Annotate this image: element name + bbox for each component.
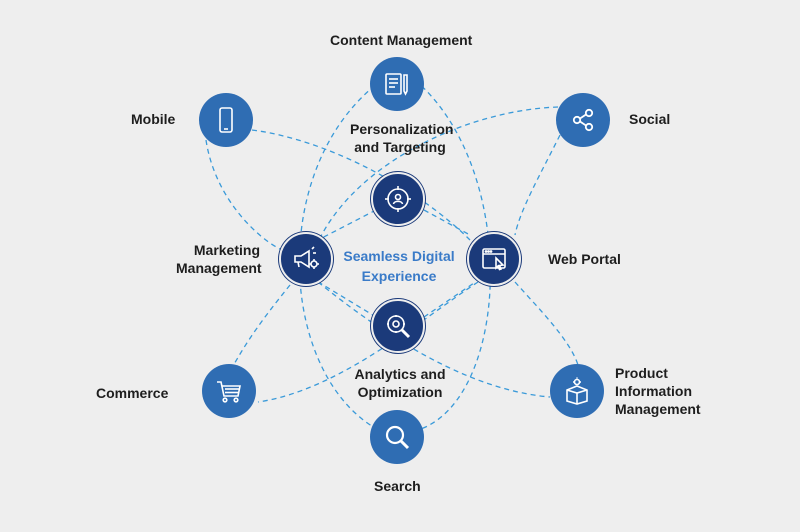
connector-personalization-marketing bbox=[317, 209, 377, 241]
label-content-management: Content Management bbox=[330, 32, 473, 48]
label-marketing-line2: Management bbox=[176, 260, 262, 276]
label-social: Social bbox=[629, 111, 671, 127]
label-search: Search bbox=[374, 478, 421, 494]
connector-analytics-webportal bbox=[423, 282, 475, 318]
connector-analytics-marketing bbox=[319, 282, 377, 318]
label-analytics-line2: Optimization bbox=[357, 384, 443, 400]
shopping-cart-icon bbox=[217, 381, 241, 403]
label-pim-line1: Product bbox=[615, 365, 668, 381]
label-personalization-line2: and Targeting bbox=[354, 139, 446, 155]
connector-webportal-pim bbox=[514, 281, 579, 366]
node-content-management[interactable] bbox=[370, 57, 424, 111]
node-mobile[interactable] bbox=[199, 93, 253, 147]
node-product-information-management[interactable] bbox=[550, 364, 604, 418]
node-marketing-management[interactable] bbox=[279, 232, 333, 286]
center-label-line2: Experience bbox=[361, 268, 437, 284]
label-analytics-optimization: Analytics and Optimization bbox=[352, 365, 448, 401]
smartphone-icon bbox=[219, 107, 233, 133]
connector-content-search-left bbox=[298, 79, 398, 439]
center-label: Seamless Digital Experience bbox=[334, 246, 464, 286]
connector-social-webportal bbox=[514, 134, 561, 236]
label-pim-line2: Information bbox=[615, 383, 692, 399]
node-search[interactable] bbox=[370, 410, 424, 464]
node-social[interactable] bbox=[556, 93, 610, 147]
document-pencil-icon bbox=[385, 73, 408, 96]
node-commerce[interactable] bbox=[202, 364, 256, 418]
connector-mobile-webportal bbox=[251, 129, 471, 241]
connector-personalization-webportal bbox=[423, 209, 471, 236]
megaphone-gear-icon bbox=[294, 246, 319, 269]
connector-webportal-commerce bbox=[257, 281, 479, 403]
node-web-portal[interactable] bbox=[467, 232, 521, 286]
label-marketing-line1: Marketing bbox=[193, 242, 260, 258]
connector-mobile-marketing bbox=[205, 139, 283, 251]
node-personalization-targeting[interactable] bbox=[371, 172, 425, 226]
label-pim-line3: Management bbox=[615, 401, 701, 417]
center-label-line1: Seamless Digital bbox=[343, 248, 455, 264]
box-gear-icon bbox=[566, 377, 588, 405]
label-commerce: Commerce bbox=[96, 385, 169, 401]
browser-cursor-icon bbox=[482, 248, 506, 271]
search-icon bbox=[385, 425, 410, 450]
label-personalization-targeting: Personalization and Targeting bbox=[350, 120, 454, 156]
label-mobile: Mobile bbox=[131, 111, 176, 127]
node-analytics-optimization[interactable] bbox=[371, 299, 425, 353]
label-product-information-management: Product Information Management bbox=[615, 364, 701, 418]
label-marketing-management: Marketing Management bbox=[176, 241, 262, 277]
target-user-icon bbox=[385, 186, 411, 212]
share-icon bbox=[572, 108, 594, 132]
gear-magnifier-icon bbox=[387, 315, 411, 339]
label-personalization-line1: Personalization bbox=[350, 121, 454, 137]
label-web-portal: Web Portal bbox=[548, 251, 621, 267]
connector-marketing-commerce bbox=[231, 284, 291, 369]
label-analytics-line1: Analytics and bbox=[354, 366, 446, 382]
connector-marketing-pim bbox=[317, 281, 551, 398]
